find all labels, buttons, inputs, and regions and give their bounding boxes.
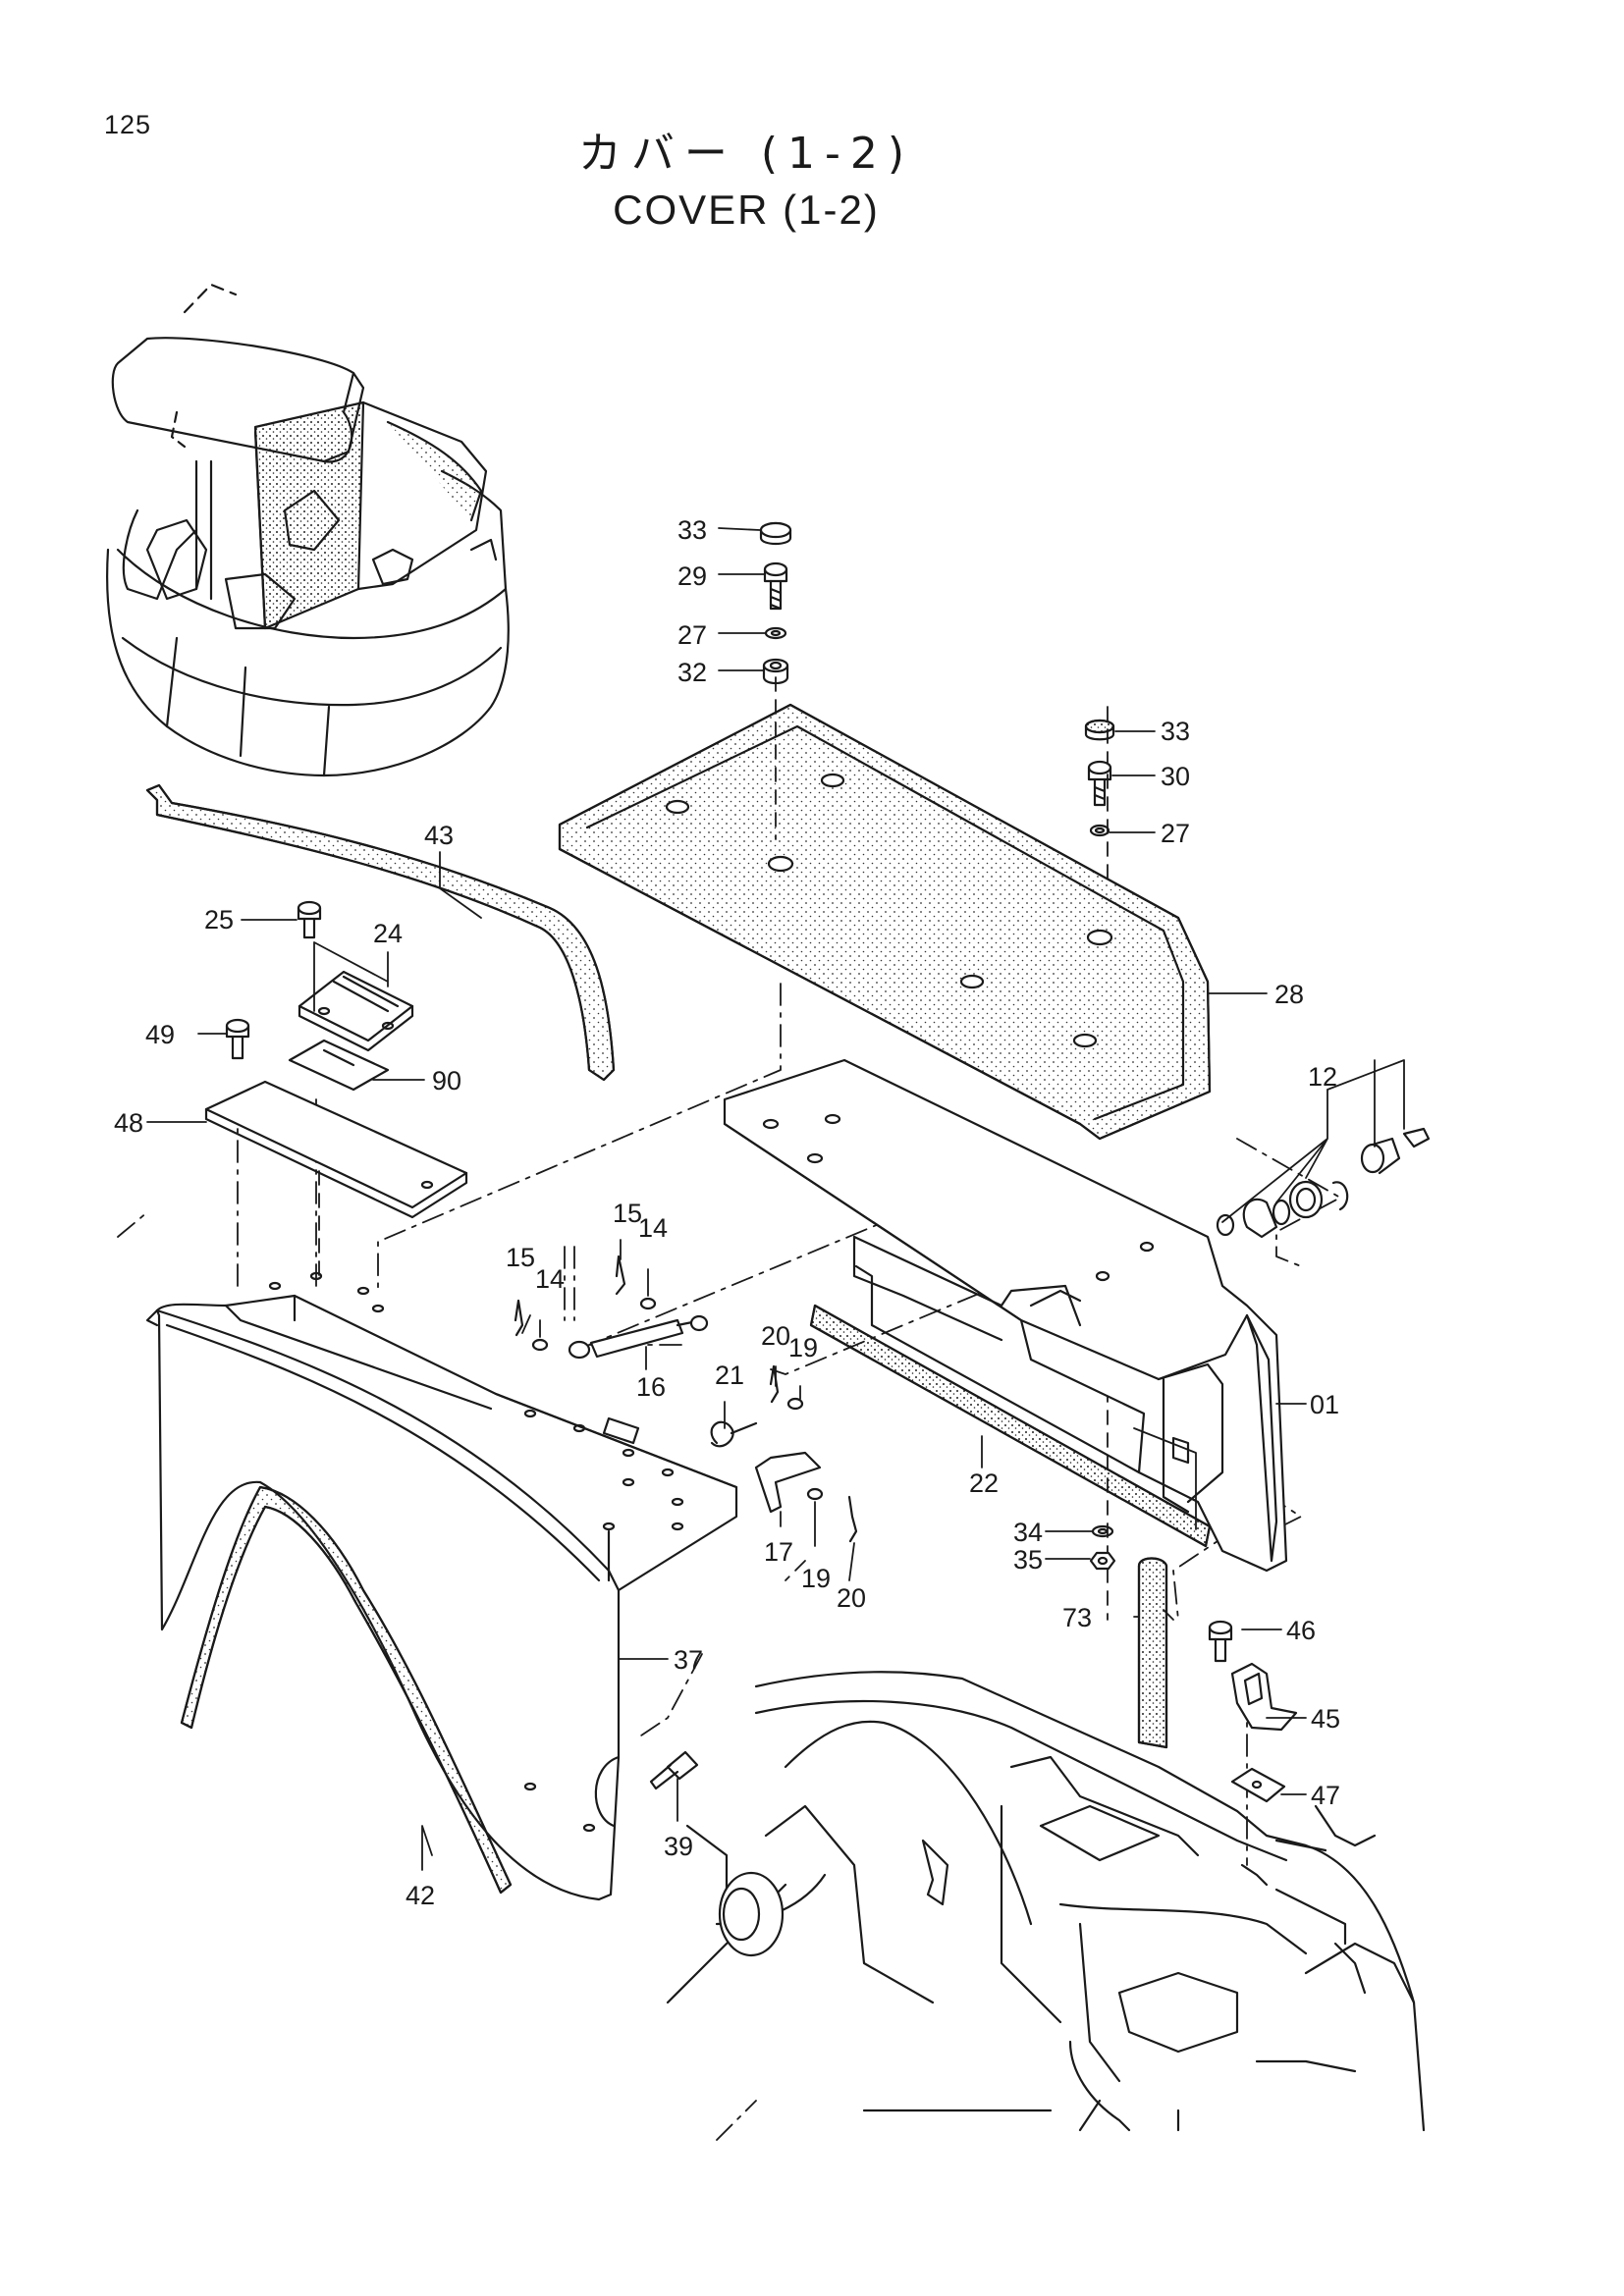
clip-15-left bbox=[514, 1299, 524, 1337]
callout-25: 25 bbox=[204, 905, 234, 934]
callout-37: 37 bbox=[674, 1645, 703, 1675]
side-cover-37 bbox=[145, 1271, 738, 1901]
callout-14-left: 14 bbox=[535, 1264, 565, 1294]
callout-49: 49 bbox=[145, 1020, 175, 1049]
callout-34: 34 bbox=[1013, 1518, 1043, 1547]
page-title: カバー (1-2) COVER (1-2) bbox=[550, 126, 943, 238]
washer-19-upper bbox=[786, 1397, 804, 1411]
cover-panel-01 bbox=[723, 1058, 1288, 1573]
edge-seal-42 bbox=[180, 1485, 513, 1895]
callout-42: 42 bbox=[406, 1881, 435, 1910]
callout-33-top: 33 bbox=[677, 515, 707, 545]
callout-73: 73 bbox=[1062, 1603, 1092, 1632]
washer-14-left bbox=[531, 1338, 549, 1352]
callout-21: 21 bbox=[715, 1361, 744, 1390]
callout-16: 16 bbox=[636, 1372, 666, 1402]
bolt-46 bbox=[1208, 1620, 1233, 1663]
callout-47: 47 bbox=[1311, 1781, 1340, 1810]
callout-15-right: 15 bbox=[613, 1199, 642, 1228]
callout-19-upper: 19 bbox=[788, 1333, 818, 1362]
washer-14-right bbox=[639, 1297, 657, 1310]
callout-29: 29 bbox=[677, 561, 707, 591]
cap-33-top bbox=[759, 521, 792, 546]
seal-bar-43 bbox=[145, 783, 616, 1082]
bolt-49 bbox=[225, 1018, 250, 1060]
page-number: 125 bbox=[104, 110, 152, 139]
callout-20-upper: 20 bbox=[761, 1321, 790, 1351]
callout-24: 24 bbox=[373, 919, 403, 948]
callout-17: 17 bbox=[764, 1537, 793, 1567]
stud-16-lower bbox=[602, 1416, 640, 1445]
callout-33-right: 33 bbox=[1161, 717, 1190, 746]
plate-48 bbox=[204, 1080, 468, 1219]
latch-17 bbox=[754, 1451, 822, 1514]
hinge-24 bbox=[298, 970, 414, 1052]
callout-28: 28 bbox=[1274, 980, 1304, 1009]
callout-45: 45 bbox=[1311, 1704, 1340, 1734]
callout-90: 90 bbox=[432, 1066, 461, 1095]
title-japanese: カバー (1-2) bbox=[577, 129, 915, 179]
title-english: COVER (1-2) bbox=[613, 187, 880, 233]
callout-27-top: 27 bbox=[677, 620, 707, 650]
cap-33-right bbox=[1084, 719, 1115, 741]
callout-35: 35 bbox=[1013, 1545, 1043, 1575]
machine-overview-illustration bbox=[106, 283, 510, 777]
catch-45 bbox=[1230, 1662, 1298, 1732]
callout-14-right: 14 bbox=[638, 1213, 668, 1243]
clip-15-right bbox=[615, 1255, 626, 1296]
callout-27-right: 27 bbox=[1161, 819, 1190, 848]
bolt-30 bbox=[1087, 760, 1112, 807]
plate-47 bbox=[1230, 1767, 1286, 1803]
washer-34 bbox=[1091, 1524, 1114, 1538]
callout-12: 12 bbox=[1308, 1062, 1337, 1092]
callout-48: 48 bbox=[114, 1108, 143, 1138]
washer-19-lower bbox=[806, 1487, 824, 1501]
collar-32 bbox=[762, 658, 789, 685]
clip-20-lower bbox=[847, 1495, 858, 1543]
bolt-39 bbox=[649, 1750, 699, 1790]
callout-20-lower: 20 bbox=[837, 1583, 866, 1613]
callout-30: 30 bbox=[1161, 762, 1190, 791]
callout-43: 43 bbox=[424, 821, 454, 850]
nut-35 bbox=[1089, 1551, 1116, 1571]
callout-19-lower: 19 bbox=[801, 1564, 831, 1593]
callout-39: 39 bbox=[664, 1832, 693, 1861]
bolt-29 bbox=[763, 561, 788, 611]
callout-32: 32 bbox=[677, 658, 707, 687]
shim-90 bbox=[288, 1039, 390, 1092]
callout-46: 46 bbox=[1286, 1616, 1316, 1645]
seal-strip-22 bbox=[809, 1304, 1212, 1548]
bolt-25 bbox=[297, 900, 322, 939]
washer-27-right bbox=[1089, 824, 1110, 837]
gas-spring-16 bbox=[568, 1314, 709, 1360]
spring-21 bbox=[710, 1420, 734, 1448]
upper-frame-illustration bbox=[666, 1671, 1426, 2132]
callout-15-left: 15 bbox=[506, 1243, 535, 1272]
seal-73 bbox=[1137, 1557, 1168, 1749]
washer-27-top bbox=[764, 626, 787, 640]
callout-01: 01 bbox=[1310, 1390, 1339, 1419]
lock-assembly-12 bbox=[1216, 1127, 1431, 1239]
callout-22: 22 bbox=[969, 1468, 999, 1498]
floor-mat-28 bbox=[558, 703, 1212, 1141]
